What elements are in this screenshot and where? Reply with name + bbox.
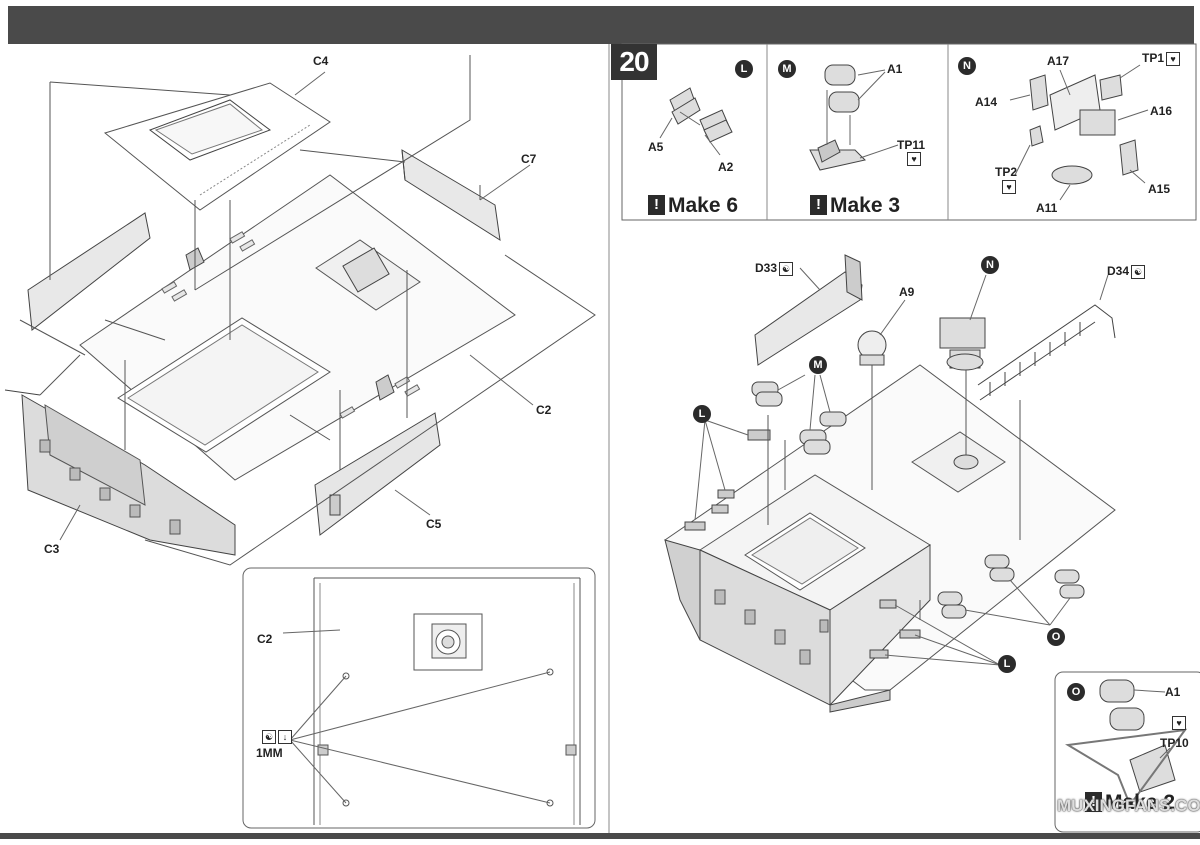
step-number: 20 [611,44,657,80]
tp2-symbol: ♥ [1000,180,1016,194]
marker-l-main-2: L [998,655,1016,673]
deck-slots [161,231,421,419]
label-tp11: TP11 [897,138,926,152]
marker-l: L [735,60,753,78]
label-tp2: TP2 [995,165,1018,179]
warning-icon: ! [648,195,665,215]
subassembly-l-art [669,87,733,143]
make-3: !Make 3 [810,195,900,216]
label-a11: A11 [1036,201,1058,215]
label-d33: D33☯ [755,262,794,276]
label-c2: C2 [536,403,552,417]
subassembly-n-art [1029,74,1139,185]
label-a15: A15 [1148,182,1171,196]
railing-d34 [977,304,1116,401]
tp11-symbol: ♥ [905,152,921,166]
panel-c7 [401,149,501,242]
marker-o: O [1067,683,1085,701]
label-tp1: TP1♥ [1142,52,1181,66]
drill-size: 1MM [256,746,283,760]
barrels-m [751,381,1085,619]
make-2: !Make 2 [1085,792,1175,813]
marker-m-main: M [809,356,827,374]
watermark: MUXINGFANS.COM [1057,796,1200,815]
label-c7: C7 [521,152,537,166]
detail-inset [242,567,596,829]
make-6: !Make 6 [648,195,738,216]
label-c4: C4 [313,54,329,68]
detail-label-c2: C2 [257,632,273,646]
footer-bar [0,833,1200,839]
inset-o [1054,671,1200,833]
label-a5: A5 [648,140,664,154]
label-a2: A2 [718,160,734,174]
tp10-symbol: ♥ [1170,716,1186,730]
warning-icon: ! [1085,792,1102,812]
parts-l [684,429,921,659]
label-a1-o: A1 [1165,685,1181,699]
label-a1-m: A1 [887,62,903,76]
subassembly-m-art [809,64,866,171]
warning-icon: ! [810,195,827,215]
marker-o-main: O [1047,628,1065,646]
label-c3: C3 [44,542,60,556]
label-a16: A16 [1150,104,1173,118]
label-a9: A9 [899,285,915,299]
marker-l-main: L [693,405,711,423]
label-a14: A14 [975,95,998,109]
label-tp10: TP10 [1160,736,1189,750]
panel-c5 [314,412,441,536]
marker-n: N [958,57,976,75]
drill-symbol: ☯↓ [260,730,292,744]
label-a17: A17 [1047,54,1070,68]
label-d34: D34☯ [1107,265,1146,279]
turret-n [939,317,986,371]
marker-n-main: N [981,256,999,274]
logo-plane [1065,728,1188,808]
marker-m: M [778,60,796,78]
header-bar [8,6,1194,44]
label-c5: C5 [426,517,442,531]
panel-d33 [754,271,863,366]
